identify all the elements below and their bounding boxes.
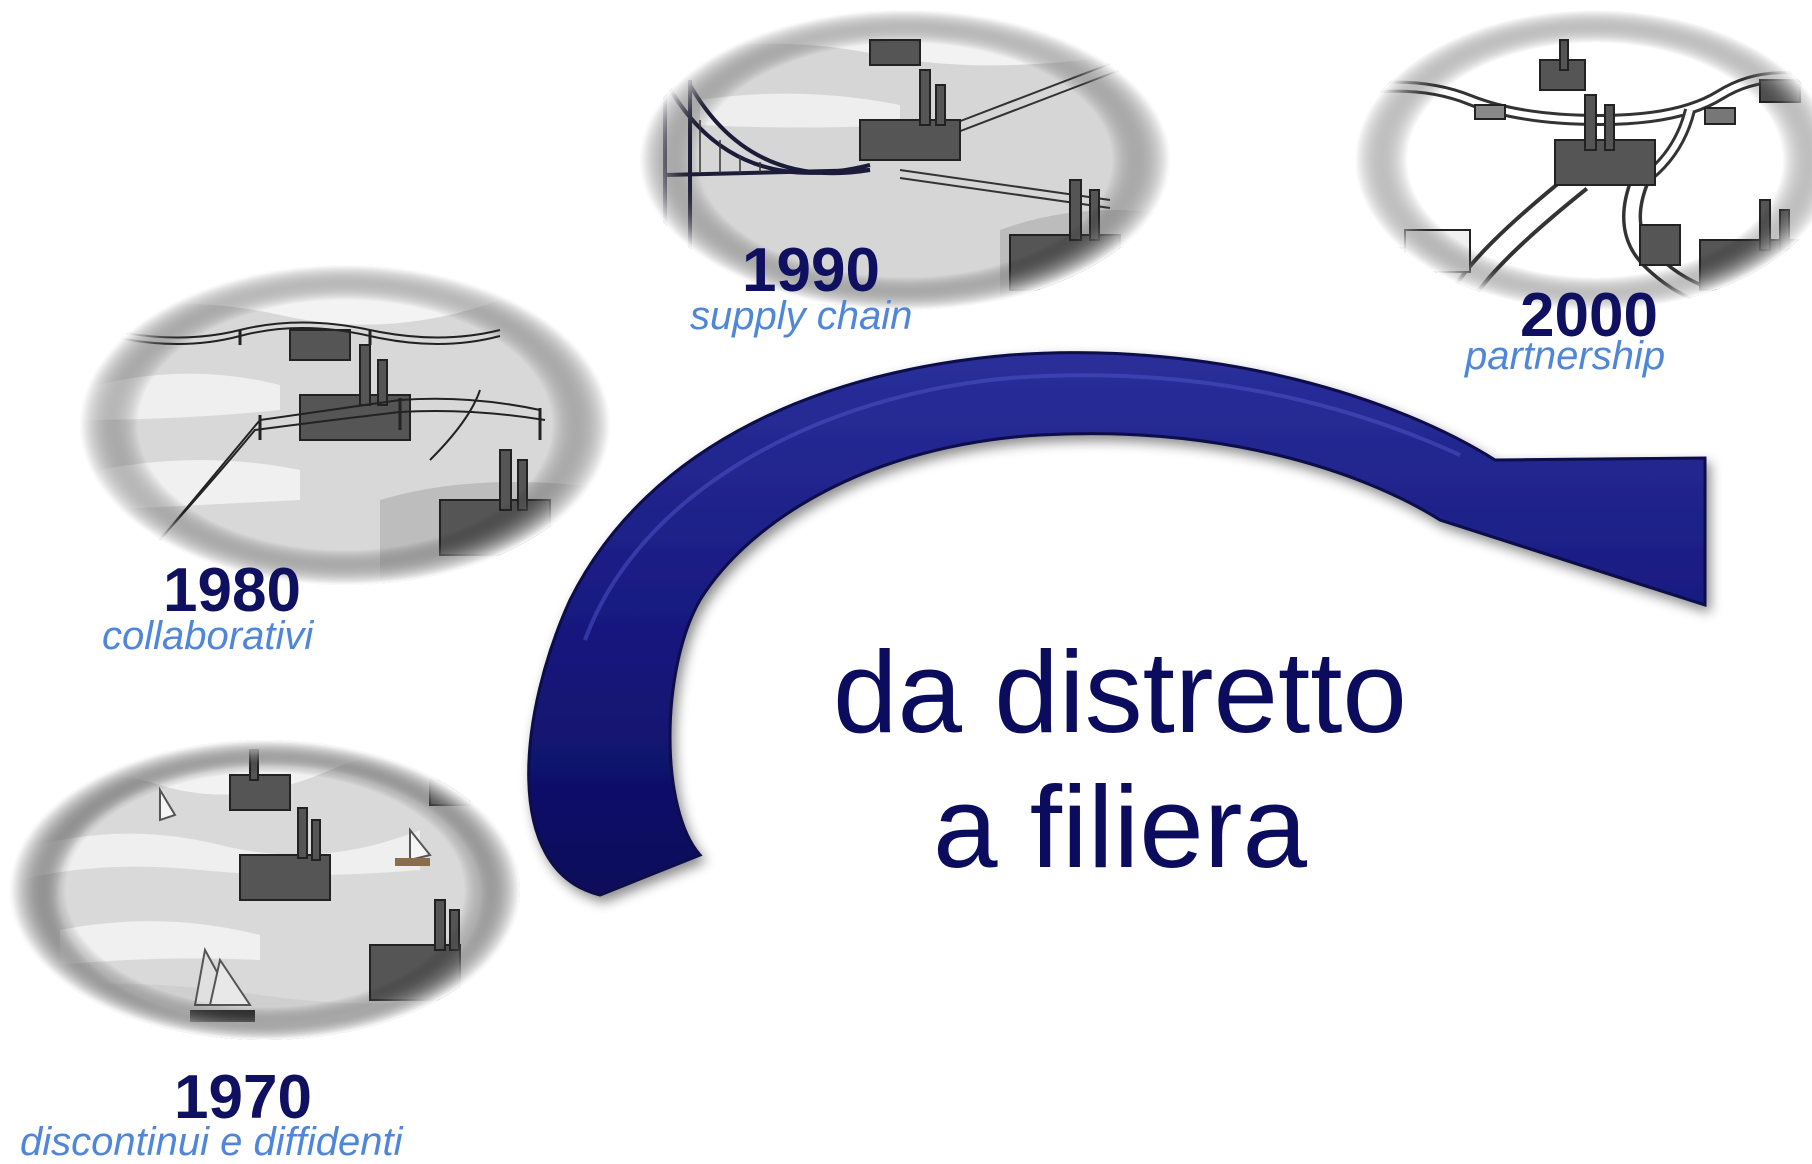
year-label-2000: 2000 — [1520, 281, 1658, 350]
fade-1990 — [640, 10, 1170, 310]
caption-1990: supply chain — [690, 294, 913, 338]
fade-2000 — [1355, 10, 1812, 310]
caption-1970: discontinui e diffidenti — [20, 1120, 403, 1164]
year-label-1970: 1970 — [174, 1063, 312, 1132]
curved-arrow — [527, 351, 1707, 897]
year-label-1980: 1980 — [163, 556, 301, 625]
curved-arrow-highlight — [583, 373, 1461, 641]
main-title-line-1: da distretto — [833, 627, 1407, 757]
fade-1970 — [10, 740, 520, 1040]
caption-2000: partnership — [1465, 334, 1666, 378]
fade-1980 — [80, 265, 610, 585]
caption-1980: collaborativi — [102, 614, 314, 658]
main-title: da distretto a filiera — [770, 625, 1470, 894]
year-label-1990: 1990 — [742, 236, 880, 305]
main-title-line-2: a filiera — [933, 761, 1307, 892]
